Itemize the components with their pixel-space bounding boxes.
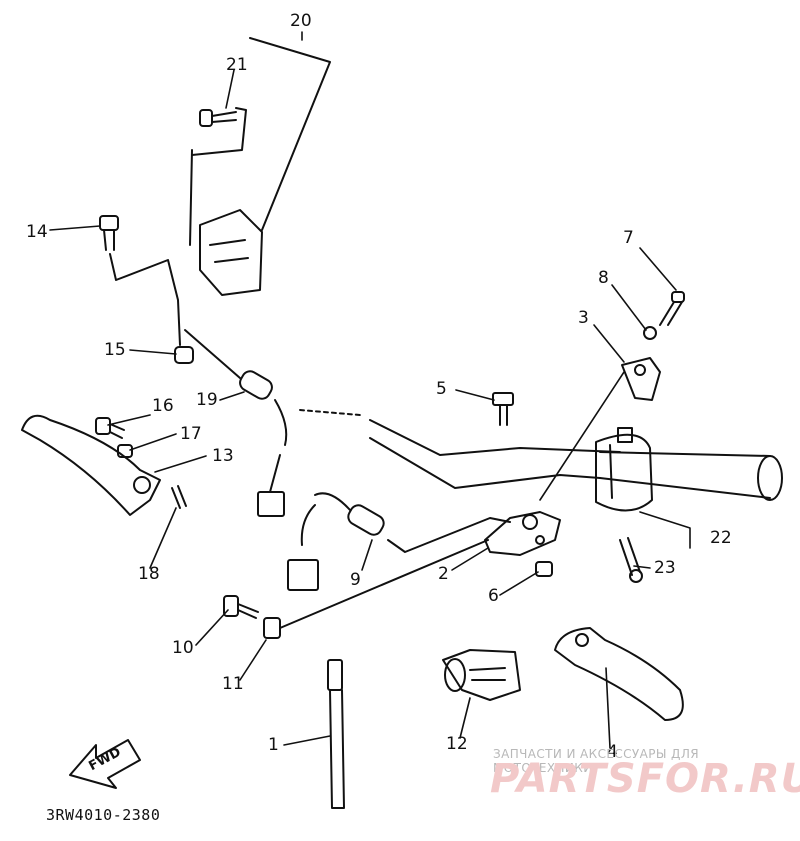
callout-18: 18 [138, 564, 160, 584]
pivot-bolt [99, 215, 181, 346]
nut-6 [535, 561, 553, 577]
nut-17 [117, 444, 133, 458]
callout-14: 14 [26, 222, 48, 242]
callout-12: 12 [446, 734, 468, 754]
callout-11: 11 [222, 674, 244, 694]
callout-13: 13 [212, 446, 234, 466]
callout-22: 22 [710, 528, 732, 548]
callout-4: 4 [607, 742, 618, 762]
watermark-tagline: ЗАПЧАСТИ И АКСЕССУАРЫ ДЛЯ МОТОТЕХНИКИ [493, 747, 699, 775]
bolt-7 [659, 291, 685, 326]
handlebar-switch [595, 427, 653, 512]
callout-3: 3 [578, 308, 589, 328]
nut-11 [263, 539, 489, 639]
watermark-logo: PARTSFOR.RU [490, 756, 800, 802]
diagram-code: 3RW4010-2380 [46, 806, 161, 824]
callout-21: 21 [226, 55, 248, 75]
front-brake-switch-9 [287, 492, 511, 591]
callout-2: 2 [438, 564, 449, 584]
washer-8 [643, 326, 657, 340]
bolt-16 [95, 417, 125, 439]
clutch-lever [21, 414, 161, 516]
handlebar [299, 409, 783, 501]
brake-lever [554, 627, 684, 721]
starter-switch [189, 37, 331, 296]
brake-master-cylinder-holder [442, 649, 521, 701]
callout-1: 1 [268, 735, 279, 755]
callout-5: 5 [436, 379, 447, 399]
screw-23-head [629, 569, 643, 583]
screw-21 [191, 107, 247, 156]
cable-tie [327, 659, 345, 809]
lever-holder [621, 357, 661, 401]
leader-lines [49, 31, 691, 749]
callout-8: 8 [598, 268, 609, 288]
callout-20: 20 [290, 11, 312, 31]
clutch-switch-19 [184, 329, 288, 517]
callout-6: 6 [488, 586, 499, 606]
callout-9: 9 [350, 570, 361, 590]
callout-7: 7 [623, 228, 634, 248]
bolt-5 [492, 392, 514, 426]
callout-17: 17 [180, 424, 202, 444]
bracket [484, 511, 561, 556]
callout-10: 10 [172, 638, 194, 658]
callout-19: 19 [196, 390, 218, 410]
screw-18 [171, 485, 187, 509]
nut-15 [174, 346, 194, 364]
callout-23: 23 [654, 558, 676, 578]
callout-16: 16 [152, 396, 174, 416]
callout-15: 15 [104, 340, 126, 360]
bolt-10 [223, 595, 259, 619]
fwd-arrow [69, 739, 141, 789]
